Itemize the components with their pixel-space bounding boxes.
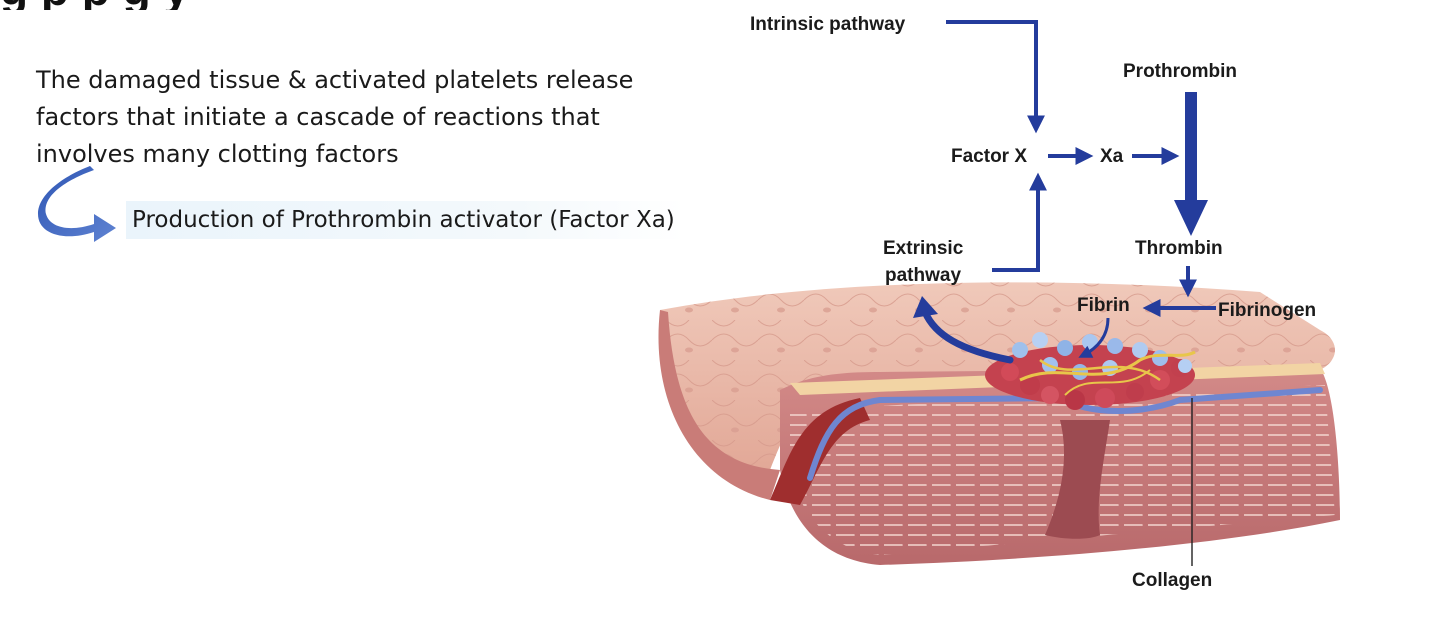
extrinsic-curve-arrow: [921, 308, 1014, 364]
label-thrombin: Thrombin: [1135, 238, 1223, 259]
label-intrinsic-pathway: Intrinsic pathway: [750, 14, 906, 35]
label-extrinsic-line1: Extrinsic: [883, 238, 964, 259]
slide-title-fragment: g p p g y: [0, 0, 1440, 10]
production-text: Production of Prothrombin activator (Fac…: [126, 201, 685, 239]
label-extrinsic-line2: pathway: [885, 265, 961, 286]
label-fibrin: Fibrin: [1077, 295, 1130, 316]
extrinsic-curve-arrowhead: [913, 296, 938, 318]
prothrombin-arrow: [1174, 92, 1208, 236]
label-factor-x: Factor X: [951, 146, 1027, 167]
fibrin-to-clot-arrow: [1078, 317, 1110, 358]
body-text: The damaged tissue & activated platelets…: [36, 62, 676, 173]
body-line-3: involves many clotting factors: [36, 140, 399, 168]
vessel-illustration: [658, 282, 1340, 566]
coagulation-diagram: Intrinsic pathway Prothrombin Factor X X…: [658, 14, 1340, 591]
label-xa: Xa: [1100, 146, 1124, 167]
curved-arrow-icon: [38, 166, 116, 242]
cascade-arrows: [946, 20, 1216, 317]
body-line-1: The damaged tissue & activated platelets…: [36, 66, 634, 94]
label-fibrinogen: Fibrinogen: [1218, 300, 1316, 321]
blood-clot: [985, 332, 1196, 410]
body-line-2: factors that initiate a cascade of react…: [36, 103, 600, 131]
label-prothrombin: Prothrombin: [1123, 61, 1237, 82]
label-collagen: Collagen: [1132, 570, 1212, 591]
